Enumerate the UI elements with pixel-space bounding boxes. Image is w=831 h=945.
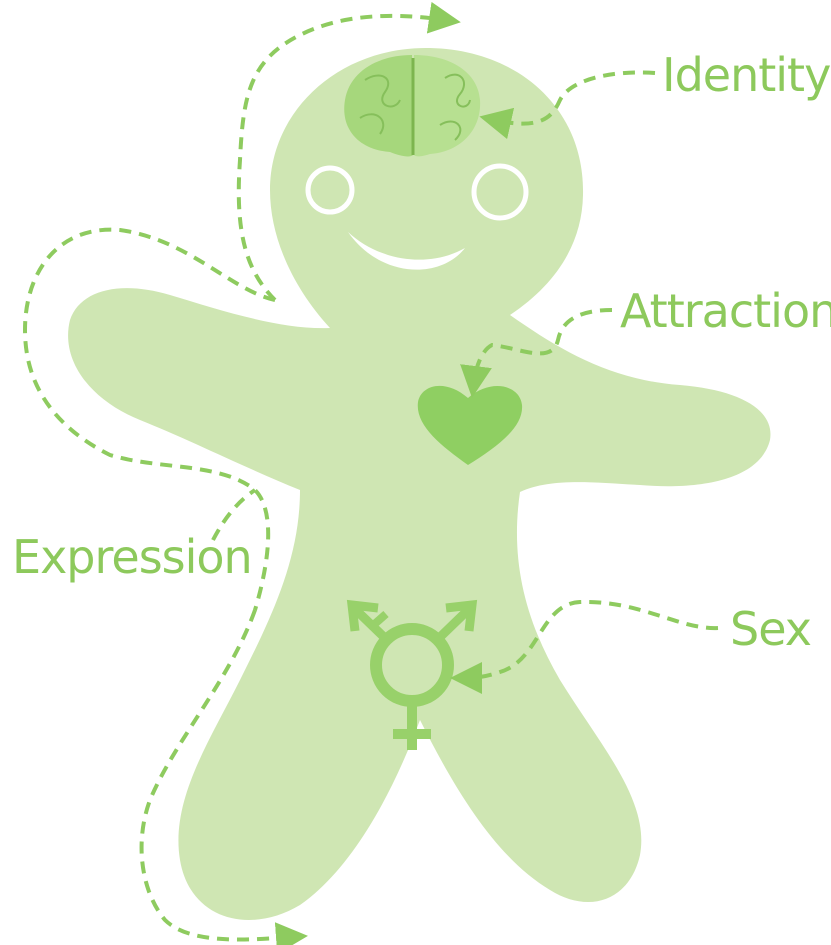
label-attraction: Attraction bbox=[620, 288, 831, 334]
label-identity: Identity bbox=[662, 52, 830, 98]
brain-icon bbox=[344, 55, 480, 156]
gingerbread-figure bbox=[68, 48, 770, 920]
right-eye bbox=[474, 166, 526, 218]
label-expression: Expression bbox=[12, 534, 252, 580]
label-sex: Sex bbox=[730, 606, 811, 652]
left-eye bbox=[308, 168, 352, 212]
